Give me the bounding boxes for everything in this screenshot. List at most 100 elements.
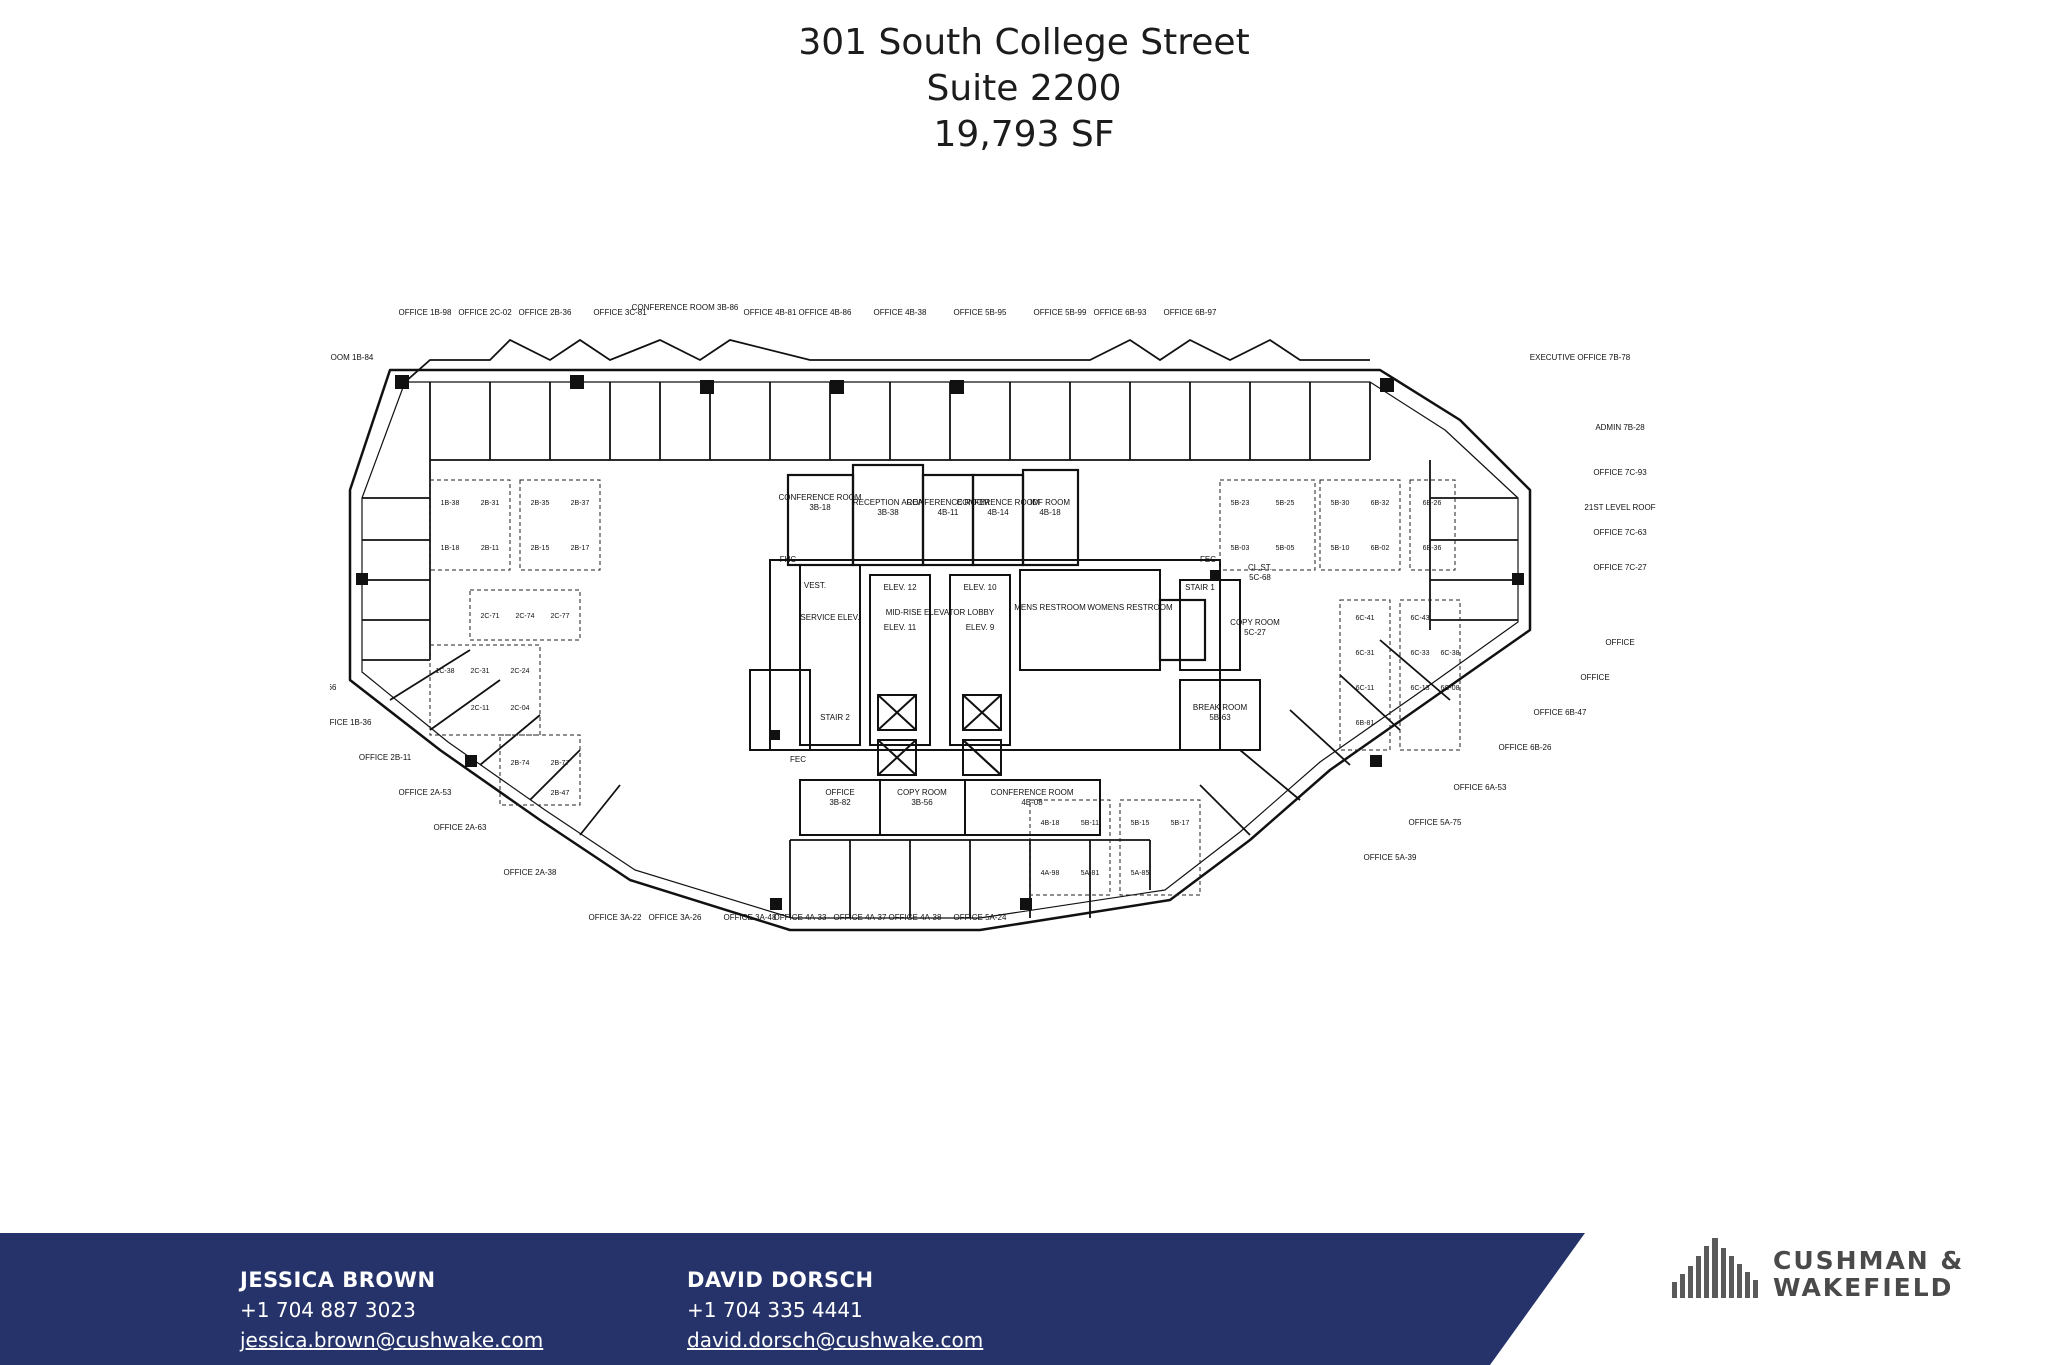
- room-break-code: 5B-63: [1209, 713, 1231, 722]
- plan-label-right-12: OFFICE 5A-75: [1409, 818, 1462, 827]
- plan-label-right-7: OFFICE: [1605, 638, 1634, 647]
- plan-label-bottom-1: OFFICE 3A-22: [589, 913, 642, 922]
- svg-text:6C-43: 6C-43: [1410, 615, 1429, 622]
- svg-text:5B-03: 5B-03: [1231, 545, 1250, 552]
- address-title: 301 South College Street: [798, 22, 1250, 63]
- room-conference-b-code: 4B-11: [938, 508, 959, 517]
- plan-label-top-10: OFFICE 5B-99: [1034, 308, 1087, 317]
- svg-text:5B-30: 5B-30: [1331, 500, 1350, 507]
- room-conference-c: CONFERENCE ROOM: [956, 498, 1039, 507]
- plan-label-top-3: OFFICE 2B-36: [519, 308, 572, 317]
- contact-card-1: JESSICA BROWN +1 704 887 3023 jessica.br…: [240, 1268, 543, 1352]
- room-idf-code: 4B-18: [1039, 508, 1061, 517]
- plan-label-left-13: OFFICE 2A-38: [504, 868, 557, 877]
- svg-text:6C-31: 6C-31: [1355, 650, 1374, 657]
- logo-line-1: CUSHMAN &: [1773, 1246, 1965, 1275]
- plan-label-right-9: OFFICE 6B-47: [1534, 708, 1587, 717]
- room-fhc: FHC: [780, 555, 797, 564]
- svg-text:6C-41: 6C-41: [1355, 615, 1374, 622]
- room-office-bottom: OFFICE: [825, 788, 854, 797]
- plan-label-bottom-4: OFFICE 4A-33: [774, 913, 827, 922]
- contact-name: DAVID DORSCH: [687, 1268, 874, 1292]
- svg-text:2B-47: 2B-47: [551, 790, 570, 797]
- room-stair2: STAIR 2: [820, 713, 850, 722]
- svg-text:2B-74: 2B-74: [511, 760, 530, 767]
- svg-text:2C-71: 2C-71: [480, 613, 499, 620]
- svg-text:5B-17: 5B-17: [1171, 820, 1190, 827]
- top-facade: [404, 338, 1370, 383]
- plan-label-bottom-2: OFFICE 3A-26: [649, 913, 702, 922]
- plan-label-top-12: OFFICE 6B-97: [1164, 308, 1217, 317]
- svg-text:6C-13: 6C-13: [1410, 685, 1429, 692]
- room-vest: VEST.: [804, 581, 826, 590]
- contact-phone[interactable]: +1 704 335 4441: [687, 1298, 863, 1322]
- svg-text:5B-11: 5B-11: [1081, 820, 1099, 827]
- svg-text:6B-32: 6B-32: [1371, 500, 1390, 507]
- svg-text:6B-02: 6B-02: [1371, 545, 1390, 552]
- svg-text:2B-77: 2B-77: [551, 760, 570, 767]
- room-office-bottom-code: 3B-82: [829, 798, 851, 807]
- svg-text:2C-11: 2C-11: [471, 705, 490, 712]
- room-conference-c-code: 4B-14: [987, 508, 1009, 517]
- cushman-wakefield-logo-icon: [1672, 1238, 1758, 1298]
- contact-email[interactable]: david.dorsch@cushwake.com: [687, 1328, 984, 1352]
- room-elev11: ELEV. 11: [884, 623, 917, 632]
- room-copy-right-code: 5C-27: [1244, 628, 1266, 637]
- svg-text:2B-11: 2B-11: [481, 545, 499, 552]
- plan-label-top-7: OFFICE 4B-86: [799, 308, 852, 317]
- contact-name: JESSICA BROWN: [240, 1268, 436, 1292]
- svg-text:6B-81: 6B-81: [1356, 720, 1375, 727]
- room-conference-a: CONFERENCE ROOM: [778, 493, 861, 502]
- svg-text:2C-24: 2C-24: [510, 668, 529, 675]
- suite-title: Suite 2200: [926, 68, 1122, 109]
- plan-label-top-4: OFFICE 3C-81: [593, 308, 647, 317]
- area-title: 19,793 SF: [933, 114, 1115, 155]
- svg-text:6C-38: 6C-38: [1440, 650, 1459, 657]
- svg-text:1B-18: 1B-18: [441, 545, 460, 552]
- contact-email[interactable]: jessica.brown@cushwake.com: [240, 1328, 544, 1352]
- svg-text:5B-23: 5B-23: [1231, 500, 1250, 507]
- svg-text:2B-31: 2B-31: [481, 500, 500, 507]
- svg-text:4A-98: 4A-98: [1041, 870, 1060, 877]
- plan-label-top-6: OFFICE 4B-81: [744, 308, 797, 317]
- room-womens: WOMENS RESTROOM: [1087, 603, 1173, 612]
- svg-text:2C-31: 2C-31: [470, 668, 489, 675]
- room-elev12: ELEV. 12: [883, 583, 917, 592]
- svg-text:2C-74: 2C-74: [515, 613, 534, 620]
- room-conference-a-code: 3B-18: [809, 503, 831, 512]
- building-outline: [348, 368, 1532, 932]
- svg-text:5A-85: 5A-85: [1131, 870, 1150, 877]
- room-reception-code: 3B-38: [877, 508, 899, 517]
- room-fec: FEC: [1200, 555, 1216, 564]
- plan-label-bottom-5: OFFICE 4A-37: [834, 913, 887, 922]
- svg-text:2B-37: 2B-37: [571, 500, 590, 507]
- plan-label-left-9: OFFICE 1B-36: [330, 718, 372, 727]
- title-block: 301 South College Street Suite 2200 19,7…: [0, 20, 2048, 158]
- plan-label-bottom-7: OFFICE 5A-24: [954, 913, 1007, 922]
- contact-phone[interactable]: +1 704 887 3023: [240, 1298, 416, 1322]
- contact-card-2: DAVID DORSCH +1 704 335 4441 david.dorsc…: [687, 1268, 983, 1352]
- plan-label-top-5: CONFERENCE ROOM 3B-86: [632, 303, 739, 312]
- svg-text:2B-35: 2B-35: [531, 500, 550, 507]
- footer-band: [0, 1233, 1585, 1365]
- plan-label-right-13: OFFICE 5A-39: [1364, 853, 1417, 862]
- svg-text:2C-04: 2C-04: [510, 705, 529, 712]
- room-lobby: MID-RISE ELEVATOR LOBBY: [886, 608, 995, 617]
- core-outline: [769, 559, 1221, 751]
- plan-label-right-11: OFFICE 6A-53: [1454, 783, 1507, 792]
- room-fec2: FEC: [790, 755, 806, 764]
- room-copy-bottom-code: 3B-56: [911, 798, 933, 807]
- svg-text:4B-18: 4B-18: [1041, 820, 1060, 827]
- room-clst-code: 5C-68: [1249, 573, 1271, 582]
- svg-text:5B-10: 5B-10: [1331, 545, 1350, 552]
- room-reception: RECEPTION AREA: [853, 498, 924, 507]
- svg-text:6B-36: 6B-36: [1423, 545, 1442, 552]
- building-inner-outline: [361, 381, 1519, 919]
- logo-wordmark: CUSHMAN & WAKEFIELD: [1773, 1247, 1964, 1301]
- plan-label-top-8: OFFICE 4B-38: [874, 308, 927, 317]
- plan-label-left-8: OFFICE 1B-66: [330, 683, 337, 692]
- svg-text:2B-15: 2B-15: [531, 545, 550, 552]
- plan-label-left-10: OFFICE 2B-11: [359, 753, 412, 762]
- logo-line-2: WAKEFIELD: [1773, 1273, 1954, 1302]
- svg-text:2B-17: 2B-17: [571, 545, 590, 552]
